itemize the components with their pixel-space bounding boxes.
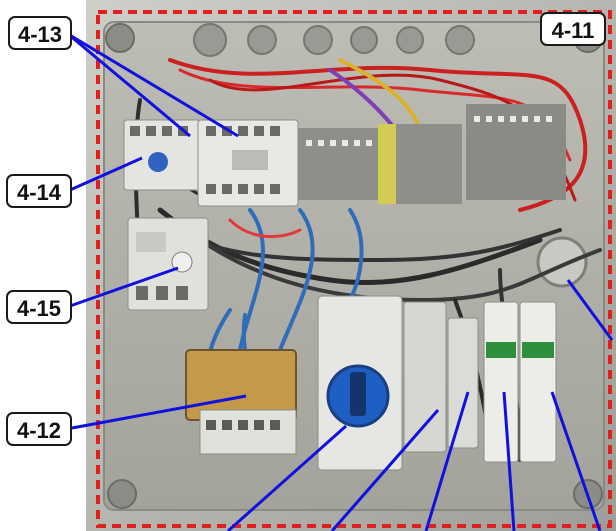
- side-gland: [536, 236, 588, 288]
- overload-relay: [127, 217, 209, 311]
- callout-4-14: 4-14: [6, 174, 72, 208]
- circuit-breakers: [483, 301, 557, 463]
- terminal-blocks: [298, 104, 566, 204]
- callout-4-15: 4-15: [6, 290, 72, 324]
- transformer: [185, 349, 297, 455]
- callout-4-12: 4-12: [6, 412, 72, 446]
- callout-4-13: 4-13: [8, 16, 72, 50]
- main-switch: [317, 295, 403, 471]
- relay-module: [447, 317, 479, 449]
- callout-4-11: 4-11: [540, 12, 606, 46]
- power-supply: [403, 301, 447, 453]
